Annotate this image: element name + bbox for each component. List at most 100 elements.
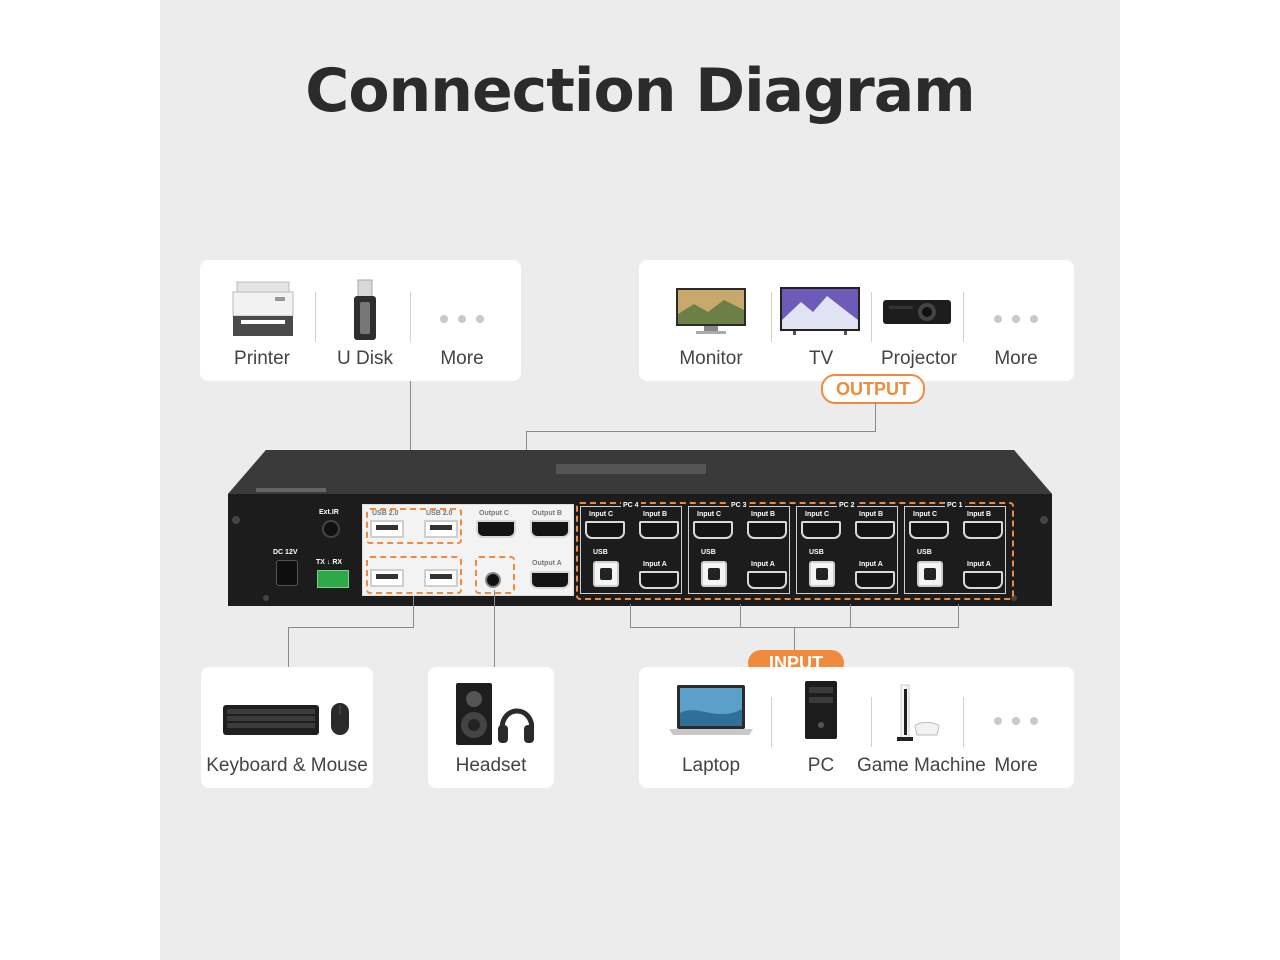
usb-port [424, 520, 458, 538]
input-c-label: Input C [697, 511, 722, 518]
hdmi-output-b [530, 520, 570, 538]
u-disk-item: U Disk [315, 260, 415, 381]
speaker-headset-icon [456, 683, 534, 745]
connector-line [413, 596, 414, 627]
serial-terminal [317, 570, 349, 588]
connector-line [526, 431, 876, 432]
pc1-group: PC 1 Input C Input B USB Input A [904, 502, 1006, 594]
keyboard-mouse-label: Keyboard & Mouse [206, 755, 368, 776]
divider [871, 292, 872, 342]
monitor-item: Monitor [659, 260, 763, 381]
u-disk-label: U Disk [337, 348, 393, 369]
laptop-icon [669, 685, 753, 735]
divider [771, 697, 772, 747]
projector-icon [883, 300, 951, 324]
usb-drive-icon [354, 279, 376, 340]
pc-label: PC 3 [729, 502, 749, 509]
hdmi-input-a [855, 571, 895, 589]
hdmi-output-c [476, 520, 516, 538]
pc-label: PC [807, 755, 835, 776]
usb-b-port [917, 561, 943, 587]
usb-label: USB [701, 549, 716, 556]
more-label: More [440, 348, 484, 369]
more-label: More [994, 755, 1038, 776]
monitor-label: Monitor [679, 348, 743, 369]
usb20-label: USB 2.0 [426, 510, 453, 517]
hdmi-input-a [747, 571, 787, 589]
hdmi-input-b [963, 521, 1003, 539]
usb-label: USB [917, 549, 932, 556]
hdmi-input-c [801, 521, 841, 539]
hdmi-input-b [747, 521, 787, 539]
printer-icon [232, 281, 294, 336]
input-group-box [576, 502, 1014, 600]
hdmi-input-c [585, 521, 625, 539]
usb-port [370, 520, 404, 538]
usb20-label: USB 2.0 [372, 510, 399, 517]
connector-line [288, 627, 289, 667]
connector-line [494, 590, 495, 667]
hdmi-input-c [909, 521, 949, 539]
printer-label: Printer [234, 348, 290, 369]
headset-label: Headset [455, 755, 527, 776]
printer-item: Printer [210, 260, 314, 381]
keyboard-mouse-card: Keyboard & Mouse [201, 667, 373, 788]
more-dots-icon [994, 717, 1044, 727]
usb-b-port [593, 561, 619, 587]
more-label: More [994, 348, 1038, 369]
usb-lower-box [366, 556, 462, 594]
ext-ir-label: Ext.IR [319, 509, 339, 516]
input-b-label: Input B [643, 511, 668, 518]
more-item: More [966, 667, 1066, 788]
inputs-card: Laptop PC Game Machine More [639, 667, 1074, 788]
connector-line [875, 402, 876, 432]
projector-label: Projector [880, 348, 958, 369]
game-console-icon [897, 684, 940, 741]
divider [410, 292, 411, 342]
hdmi-input-b [855, 521, 895, 539]
dc-label: DC 12V [273, 549, 298, 556]
connector-line [794, 627, 795, 651]
pc-item: PC [771, 667, 871, 788]
hdmi-input-a [639, 571, 679, 589]
projector-item: Projector [871, 260, 967, 381]
game-machine-item: Game Machine [857, 667, 986, 788]
divider [771, 292, 772, 342]
hdmi-input-b [639, 521, 679, 539]
monitor-icon [676, 288, 746, 334]
pc2-group: PC 2 Input C Input B USB Input A [796, 502, 898, 594]
mouse-usb-port [424, 569, 458, 587]
usb-label: USB [809, 549, 824, 556]
pc-label: PC 1 [945, 502, 965, 509]
ir-jack [322, 520, 340, 538]
input-c-label: Input C [589, 511, 614, 518]
connector-line [630, 604, 631, 628]
input-c-label: Input C [805, 511, 830, 518]
divider [963, 697, 964, 747]
usb-b-port [809, 561, 835, 587]
laptop-label: Laptop [681, 755, 741, 776]
input-a-label: Input A [643, 561, 667, 568]
divider [315, 292, 316, 342]
connector-line [740, 604, 741, 628]
keyboard-mouse-icon [223, 703, 349, 735]
pc4-group: PC 4 Input C Input B USB Input A [580, 502, 682, 594]
usb-label: USB [593, 549, 608, 556]
pc3-group: PC 3 Input C Input B USB Input A [688, 502, 790, 594]
hdmi-input-a [963, 571, 1003, 589]
txrx-label: TX ↓ RX [316, 559, 343, 566]
input-b-label: Input B [967, 511, 992, 518]
output-tag: OUTPUT [821, 374, 925, 404]
input-c-label: Input C [913, 511, 938, 518]
laptop-item: Laptop [659, 667, 763, 788]
input-b-label: Input B [751, 511, 776, 518]
more-dots-icon [440, 315, 490, 325]
more-dots-icon [994, 315, 1044, 325]
input-a-label: Input A [967, 561, 991, 568]
tv-item: TV [771, 260, 871, 381]
usb-upper-box [366, 508, 462, 544]
output-c-label: Output C [479, 510, 509, 517]
tv-icon [780, 287, 860, 335]
output-b-label: Output B [532, 510, 562, 517]
keyboard-mouse-item: Keyboard & Mouse [201, 667, 373, 788]
